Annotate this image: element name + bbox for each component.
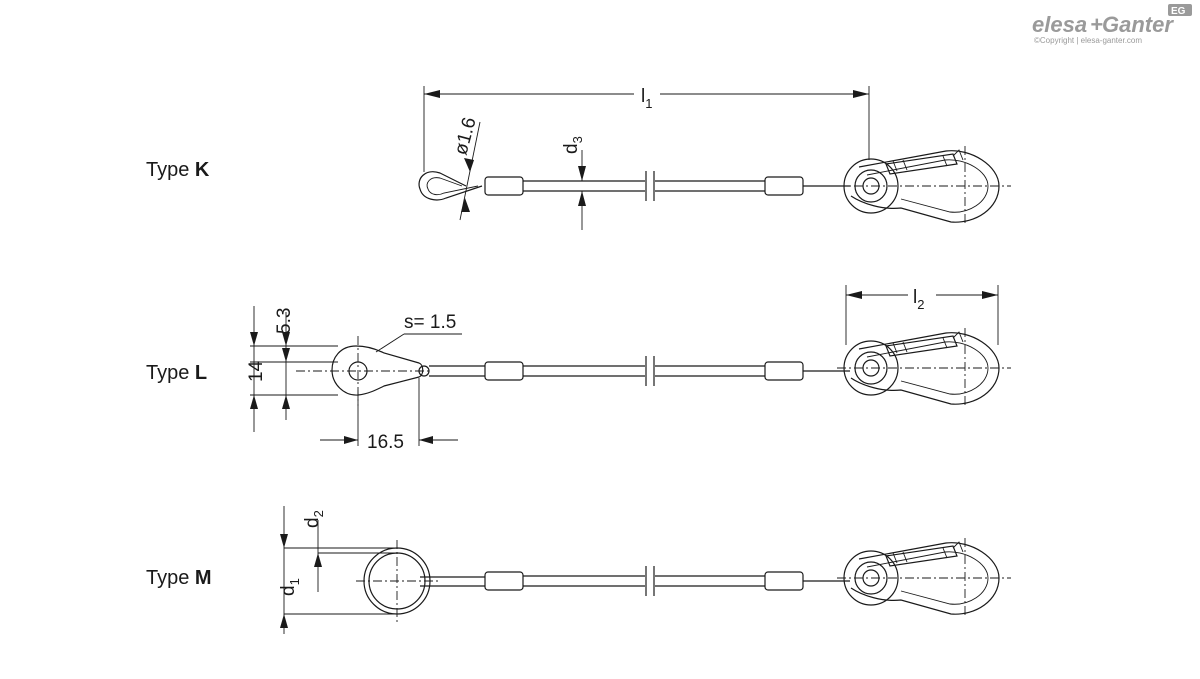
dim-thickness: s= 1.5	[404, 312, 456, 333]
dim-d3: d3	[561, 136, 585, 154]
type-m-label: Type M	[146, 567, 212, 589]
dim-d1: d1	[278, 578, 302, 596]
brand-name-elesa: elesa	[1032, 12, 1087, 37]
dim-l1: l1	[641, 86, 652, 111]
type-l-drawing: l2 s= 1.5 5.3 14 16.5	[246, 285, 1012, 453]
dim-d2: d2	[302, 510, 326, 528]
dim-eye-length: 16.5	[367, 432, 404, 453]
copyright-text: ©Copyright | elesa-ganter.com	[1034, 36, 1142, 45]
dim-l2: l2	[913, 287, 924, 312]
type-k-drawing: l1 ø1.6 d3	[418, 86, 1012, 230]
type-m-drawing: d2 d1	[278, 506, 1012, 634]
brand-logo: elesa + Ganter EG ©Copyright | elesa-gan…	[1032, 4, 1192, 45]
brand-plus: +	[1090, 12, 1103, 37]
brand-badge-text: EG	[1171, 6, 1186, 17]
dim-dia-loop: ø1.6	[451, 115, 481, 157]
brand-badge	[1168, 4, 1192, 16]
brand-name-ganter: Ganter	[1102, 12, 1174, 37]
type-l-label: Type L	[146, 362, 207, 384]
type-k-label: Type K	[146, 159, 210, 181]
dim-hole-offset: 5.3	[274, 308, 295, 334]
dim-eye-width: 14	[246, 360, 267, 382]
